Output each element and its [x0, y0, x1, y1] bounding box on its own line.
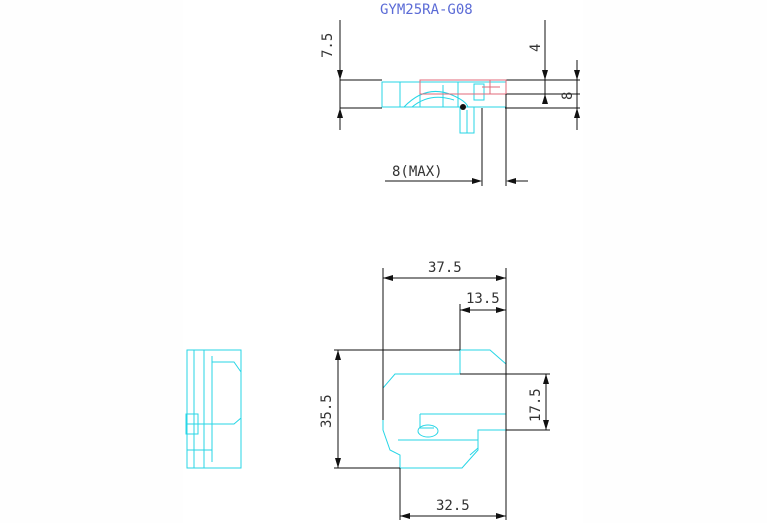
side-view-profile [212, 361, 242, 425]
arrow-head [574, 108, 580, 118]
dim-right-height: 8 [560, 92, 576, 100]
highlight-outline [419, 79, 507, 95]
dim-height-right: 17.5 [528, 388, 544, 422]
top-view: 7.5 4 8 [320, 20, 580, 186]
front-view-hole [417, 424, 439, 438]
arrow-head [496, 513, 506, 519]
dim-height-total: 35.5 [319, 394, 335, 428]
arrow-head [383, 275, 393, 281]
arrow-head [496, 275, 506, 281]
dim-max: 8(MAX) [392, 164, 443, 180]
arrow-head [543, 420, 549, 430]
drawing-title: GYM25RA-G08 [380, 2, 473, 18]
dim-width-top: 13.5 [466, 291, 500, 307]
dim-width-bottom: 32.5 [436, 498, 470, 514]
top-view-tab [473, 83, 485, 101]
front-view: 37.5 13.5 35.5 17.5 32.5 [319, 260, 550, 520]
arrow-head [335, 458, 341, 468]
arrow-head [543, 374, 549, 384]
front-view-outline [382, 349, 507, 469]
arrow-head [542, 94, 548, 104]
front-view-chamfer [469, 447, 479, 456]
arrow-head [472, 178, 482, 184]
top-view-curve [411, 96, 455, 108]
arrow-head [400, 513, 410, 519]
arrow-head [337, 70, 343, 80]
side-view [185, 349, 242, 469]
arrow-head [574, 70, 580, 80]
top-view-curve [403, 91, 469, 108]
arrow-head [506, 178, 516, 184]
dim-left-height: 7.5 [320, 33, 336, 58]
pivot-point [460, 104, 466, 110]
arrow-head [460, 307, 470, 313]
arrow-head [337, 108, 343, 118]
arrow-head [335, 350, 341, 360]
arrow-head [542, 70, 548, 80]
arrow-head [496, 307, 506, 313]
paper-sheet [183, 0, 583, 523]
dim-top-offset: 4 [528, 44, 544, 52]
dim-width-total: 37.5 [428, 260, 462, 276]
